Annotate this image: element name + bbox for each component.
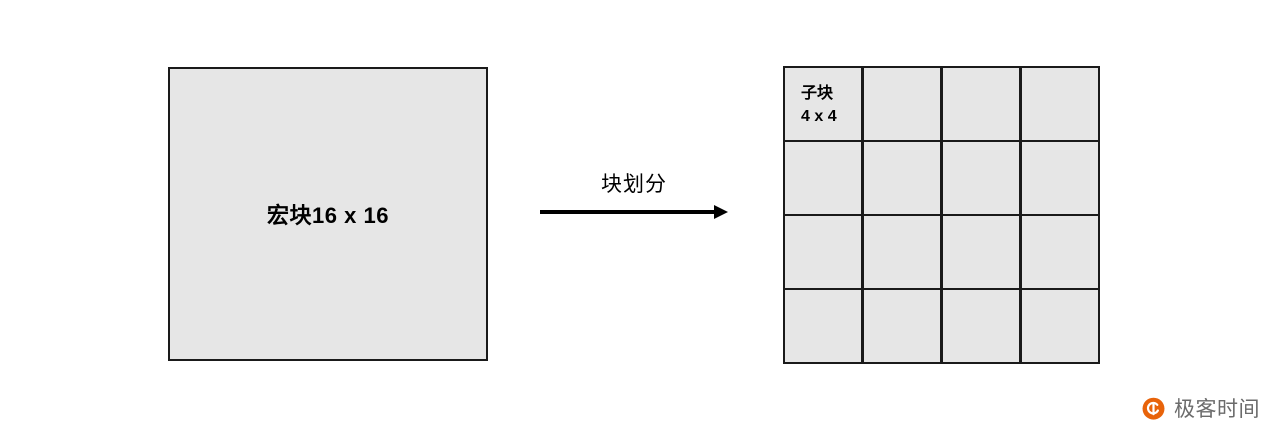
subblock-cell xyxy=(1021,290,1098,362)
subblock-cell xyxy=(1021,216,1098,288)
right-arrow-icon xyxy=(540,205,728,219)
subblock-cell xyxy=(1021,142,1098,214)
macroblock-square: 宏块16 x 16 xyxy=(168,67,488,361)
subblock-cell xyxy=(785,142,862,214)
subblock-grid: 子块 4 x 4 xyxy=(783,66,1100,364)
macroblock-label: 宏块16 x 16 xyxy=(267,203,389,228)
subblock-cell xyxy=(942,216,1020,288)
subblock-cell xyxy=(942,68,1020,140)
geektime-logo-icon xyxy=(1142,397,1165,420)
watermark-text: 极客时间 xyxy=(1174,398,1260,421)
subblock-cell xyxy=(863,216,941,288)
subblock-cell xyxy=(785,216,862,288)
partition-arrow-group: 块划分 xyxy=(538,168,730,224)
subblock-cell xyxy=(942,142,1020,214)
subblock-cell xyxy=(785,290,862,362)
subblock-cell xyxy=(863,290,941,362)
arrow-label: 块划分 xyxy=(601,173,667,196)
subblock-cell xyxy=(863,142,941,214)
subblock-cell-label: 子块 4 x 4 xyxy=(801,85,837,126)
subblock-cell xyxy=(942,290,1020,362)
subblock-cell xyxy=(863,68,941,140)
subblock-cell xyxy=(1021,68,1098,140)
watermark: 极客时间 xyxy=(1140,396,1260,423)
subblock-cell: 子块 4 x 4 xyxy=(785,68,862,140)
